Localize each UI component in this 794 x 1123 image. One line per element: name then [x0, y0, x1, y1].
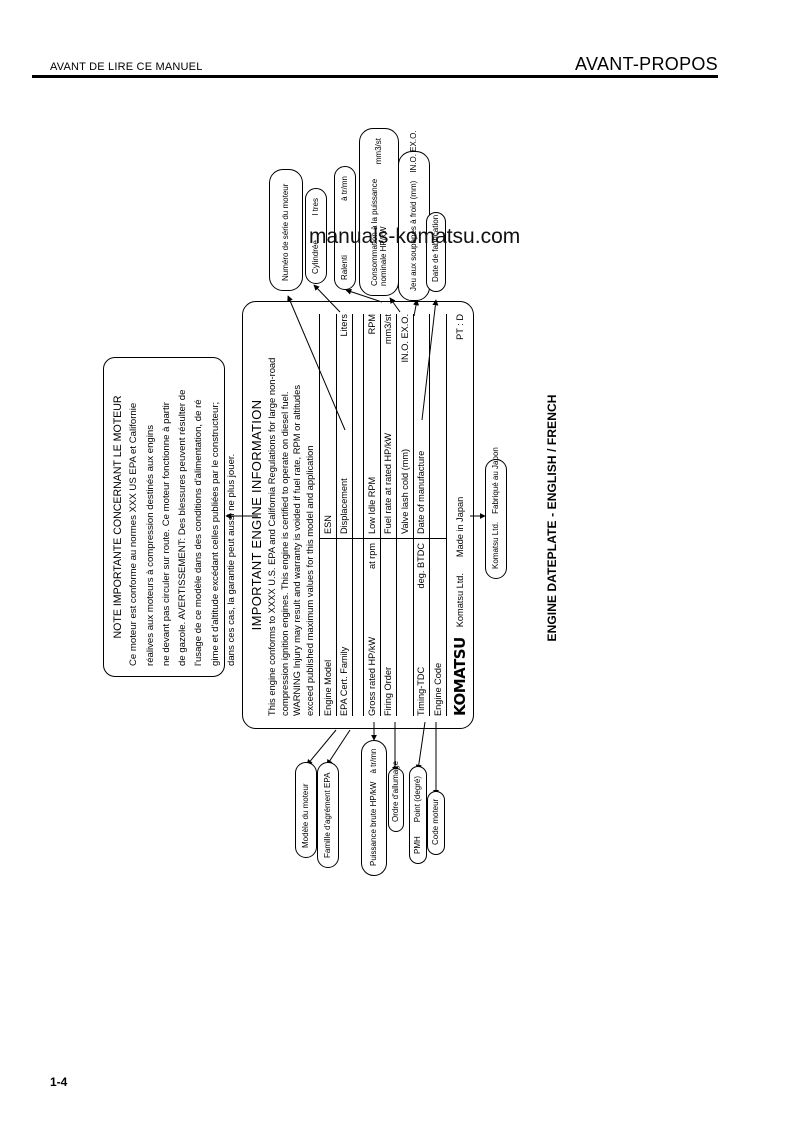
plate-row: Valve lash cold (mm) IN.O. EX.O.: [397, 314, 414, 716]
plate-row: EPA Cert. Family Displacement Liters: [336, 314, 353, 716]
plate-row: Gross rated HP/kW at rpm Low Idle RPM RPM: [363, 314, 381, 716]
field-low-idle: Low Idle RPM: [366, 476, 377, 534]
plate-field-grid: Engine Model ESN EPA Cert. Family Displa…: [319, 314, 447, 716]
note-line: ne devant pas circuler sur route. Ce mot…: [160, 402, 172, 666]
label-engine-model: Modèle du moteur: [295, 762, 317, 858]
plate-row: Timing-TDC deg. BTDC Date of manufacture: [413, 314, 430, 716]
field-unit: Liters: [339, 314, 350, 337]
label-text: Puissance brute HP/kW: [369, 781, 379, 866]
label-epa-family: Famille d'agrément EPA: [317, 762, 339, 868]
label-unit: à tr/mn: [369, 748, 379, 774]
field-date-of-manufacture: Date of manufacture: [416, 450, 427, 534]
note-line: réalives aux moteurs à compression desti…: [144, 424, 156, 666]
field-unit: at rpm: [366, 543, 377, 570]
plate-row: Engine Model ESN: [320, 314, 337, 716]
label-gross-power: Puissance brute HP/kW à tr/mn: [361, 740, 387, 876]
label-text: PMH: [413, 836, 423, 854]
komatsu-logo: KOMATSU: [450, 637, 469, 716]
plate-title: IMPORTANT ENGINE INFORMATION: [249, 399, 264, 631]
page-number: 1-4: [50, 1075, 68, 1089]
plate-maker: Komatsu Ltd.: [454, 573, 465, 628]
label-text: Code moteur: [431, 798, 441, 845]
label-fuel-rate: Consommation à la puissance nominale HP/…: [359, 128, 399, 296]
label-unit: à tr/mn: [340, 176, 350, 201]
field-epa-family: EPA Cert. Family: [339, 646, 350, 716]
label-unit: Point (degré): [413, 776, 423, 823]
label-timing: PMH Point (degré): [409, 766, 427, 864]
label-serial-number: Numéro de série du moteur: [269, 169, 303, 291]
field-gross-rated-power: Gross rated HP/kW: [366, 636, 377, 716]
plate-text-line: exceed published maximum values for this…: [303, 445, 315, 716]
plate-text-line: WARNING Injury may result and warranty i…: [291, 384, 302, 716]
plate-made-in: Made in Japan: [454, 496, 465, 558]
field-engine-model: Engine Model: [322, 659, 333, 716]
field-esn: ESN: [322, 515, 333, 534]
engine-dateplate: IMPORTANT ENGINE INFORMATION This engine…: [242, 301, 474, 729]
french-note-box: NOTE IMPORTANTE CONCERNANT LE MOTEUR Ce …: [103, 357, 237, 677]
label-unit: Fabriqué au Japon: [491, 447, 501, 514]
field-unit: IN.O. EX.O.: [399, 314, 410, 363]
label-text: Modèle du moteur: [301, 783, 311, 848]
label-maker: Komatsu Ltd. Fabriqué au Japon: [485, 447, 507, 579]
header-chapter-title: AVANT-PROPOS: [575, 54, 718, 74]
note-line: gime et d'altitude excédant celles publi…: [209, 401, 221, 666]
plate-footer: KOMATSU Komatsu Ltd. Made in Japan PT : …: [451, 314, 469, 716]
plate-row: Firing Order Fuel rate at rated HP/kW mm3…: [380, 314, 397, 716]
figure-caption: ENGINE DATEPLATE - ENGLISH / FRENCH: [545, 394, 559, 642]
field-timing: Timing-TDC: [416, 666, 427, 716]
label-engine-code: Code moteur: [427, 791, 445, 855]
label-unit: l tres: [311, 198, 321, 216]
label-unit: IN.O. EX.O.: [409, 130, 419, 173]
field-displacement: Displacement: [339, 478, 350, 534]
field-valve-lash: Valve lash cold (mm): [399, 448, 410, 534]
field-fuel-rate: Fuel rate at rated HP/kW: [383, 432, 394, 534]
note-title: NOTE IMPORTANTE CONCERNANT LE MOTEUR: [112, 395, 124, 639]
header-section-title: AVANT DE LIRE CE MANUEL: [50, 61, 203, 73]
label-unit: mm3/st: [374, 138, 384, 165]
plate-row: Engine Code: [430, 314, 447, 716]
plate-text: This engine conforms to XXXX U.S. EPA an…: [266, 314, 316, 716]
field-unit: RPM: [366, 314, 377, 335]
label-text: Ordre d'allumage: [391, 760, 401, 822]
label-text: Numéro de série du moteur: [281, 183, 291, 281]
note-line: de gazole. AVERTISSEMENT: Des blessures …: [177, 389, 189, 666]
plate-pt-code: PT : D: [454, 314, 465, 340]
header-rule: [32, 75, 718, 78]
label-text: Famille d'agrément EPA: [323, 772, 333, 858]
plate-text-line: This engine conforms to XXXX U.S. EPA an…: [266, 357, 277, 716]
note-line: l'usage de ce modèle dans des conditions…: [193, 399, 205, 666]
field-engine-code: Engine Code: [432, 662, 443, 716]
field-unit: mm3/st: [383, 314, 394, 345]
plate-row-spacer: [353, 314, 363, 716]
watermark-text: manuals-komatsu.com: [309, 225, 521, 248]
label-firing-order: Ordre d'allumage: [388, 761, 404, 832]
note-line: Ce moteur est conforme au normes XXX US …: [128, 402, 140, 666]
plate-text-line: compression ignition engines. This engin…: [278, 391, 290, 717]
field-firing-order: Firing Order: [383, 666, 394, 716]
note-line: dans ces cas, la garantie peut aussi ne …: [226, 453, 238, 666]
field-unit: deg. BTDC: [416, 543, 427, 589]
label-text: Komatsu Ltd.: [491, 521, 501, 569]
label-date-of-manufacture: Date de fabrication: [426, 212, 446, 292]
